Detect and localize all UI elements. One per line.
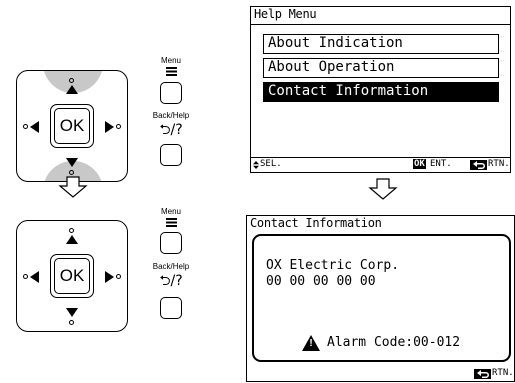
ok-badge: OK	[413, 159, 426, 169]
up-arrow-button[interactable]	[66, 235, 78, 244]
menu-button[interactable]	[160, 232, 182, 254]
menu-label: Menu	[160, 207, 181, 216]
menu-button[interactable]	[160, 82, 182, 104]
down-arrow-button[interactable]	[66, 158, 78, 167]
menu-icon	[166, 218, 177, 227]
down-dot-icon	[69, 170, 74, 175]
back-help-symbol: ⮌/?	[159, 122, 183, 138]
company-name: OX Electric Corp.	[266, 258, 400, 273]
right-dot-icon	[116, 124, 121, 129]
back-help-label: Back/Help	[152, 111, 190, 120]
menu-icon	[166, 67, 177, 76]
rtn-text: RTN.	[488, 159, 510, 169]
up-arrow-button[interactable]	[66, 85, 78, 94]
status-bar: RTN.	[247, 367, 514, 381]
left-arrow-button[interactable]	[30, 121, 39, 133]
menu-item-about-indication[interactable]: About Indication	[263, 34, 499, 54]
lcd-contact-information: Contact Information OX Electric Corp. 00…	[246, 215, 515, 382]
page-title: Contact Information	[250, 216, 382, 230]
up-dot-icon	[69, 228, 74, 233]
rtn-text: RTN.	[492, 368, 514, 378]
left-dot-icon	[23, 274, 28, 279]
title-divider	[251, 24, 510, 25]
menu-label: Menu	[160, 56, 181, 65]
lcd-help-menu: Help Menu About Indication About Operati…	[250, 6, 511, 173]
remote-dpad-bottom: OK	[16, 220, 128, 332]
left-arrow-button[interactable]	[30, 271, 39, 283]
flow-down-arrow-icon	[58, 176, 88, 198]
alarm-code: Alarm Code:00-012	[327, 335, 461, 350]
ok-button[interactable]: OK	[50, 254, 94, 298]
right-arrow-button[interactable]	[105, 271, 114, 283]
menu-item-contact-information[interactable]: Contact Information	[263, 82, 499, 102]
warning-icon	[302, 335, 320, 351]
status-bar: SEL. OK ENT. RTN.	[251, 157, 510, 172]
up-dot-icon	[69, 78, 74, 83]
ok-button-label: OK	[54, 108, 90, 144]
back-help-button[interactable]	[160, 297, 182, 319]
down-arrow-button[interactable]	[66, 308, 78, 317]
back-help-button[interactable]	[160, 144, 182, 166]
right-arrow-button[interactable]	[105, 121, 114, 133]
remote-dpad-top: OK	[16, 70, 128, 182]
flow-down-arrow-icon	[368, 178, 398, 200]
sel-text: SEL.	[260, 159, 282, 169]
phone-number: 00 00 00 00 00	[266, 274, 376, 289]
back-help-label: Back/Help	[152, 262, 190, 271]
return-arrow-icon	[470, 160, 487, 170]
ent-text: ENT.	[430, 159, 452, 169]
ok-button-label: OK	[54, 258, 90, 294]
down-dot-icon	[69, 320, 74, 325]
contact-info-box: OX Electric Corp. 00 00 00 00 00 ! Alarm…	[252, 234, 511, 362]
ok-button[interactable]: OK	[50, 104, 94, 148]
left-dot-icon	[23, 124, 28, 129]
back-help-symbol: ⮌/?	[159, 273, 183, 289]
page-title: Help Menu	[254, 7, 317, 21]
menu-item-about-operation[interactable]: About Operation	[263, 58, 499, 78]
return-arrow-icon	[474, 369, 491, 379]
up-down-icon	[253, 161, 259, 169]
right-dot-icon	[116, 274, 121, 279]
